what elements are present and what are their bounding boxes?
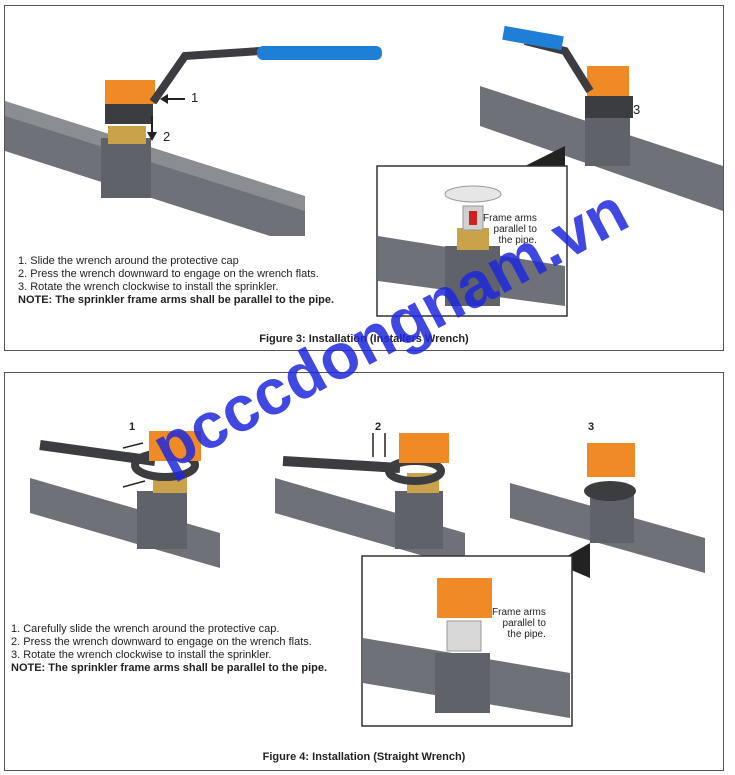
callout-3: 3 xyxy=(588,421,595,433)
figure-3-caption: Figure 3: Installation (Installers Wrenc… xyxy=(259,333,469,345)
inset-note: Frame arms parallel to the pipe. xyxy=(492,607,546,640)
wrench-handle xyxy=(149,47,261,105)
sprinkler-thread xyxy=(108,126,146,144)
step-2: 2. Press the wrench downward to engage o… xyxy=(18,268,319,280)
callout-1: 1 xyxy=(129,421,136,433)
installers-wrench-head xyxy=(105,102,153,124)
wrench-grip-blue xyxy=(257,46,382,60)
note: NOTE: The sprinkler frame arms shall be … xyxy=(18,294,335,306)
installation-steps: 1. Carefully slide the wrench around the… xyxy=(11,623,327,675)
callout-2: 2 xyxy=(163,129,171,144)
protective-cap xyxy=(105,80,155,104)
step-3: 3. Rotate the wrench clockwise to instal… xyxy=(18,281,279,293)
figure-4-panel: 1 2 3 Frame arms parallel to the pipe. 1… xyxy=(4,372,724,771)
step-3: 3. Rotate the wrench clockwise to instal… xyxy=(11,649,272,661)
step-2: 2. Press the wrench downward to engage o… xyxy=(11,636,312,648)
callout-1: 1 xyxy=(191,90,199,105)
installation-steps: 1. Slide the wrench around the protectiv… xyxy=(18,255,334,307)
figure-3-panel: 1 2 3 Frame arms parallel to the pipe. 1… xyxy=(4,5,724,351)
figure-3-illustration xyxy=(5,25,723,317)
inset-note: Frame arms parallel to the pipe. xyxy=(483,213,537,246)
callout-3: 3 xyxy=(633,102,641,117)
step-1: 1. Slide the wrench around the protectiv… xyxy=(18,255,239,267)
tee-fitting xyxy=(101,138,151,198)
step-1: 1. Carefully slide the wrench around the… xyxy=(11,623,280,635)
figure-4-caption: Figure 4: Installation (Straight Wrench) xyxy=(262,751,466,763)
note: NOTE: The sprinkler frame arms shall be … xyxy=(11,662,328,674)
figure-4-illustration xyxy=(30,431,705,727)
pipe-1 xyxy=(30,478,220,568)
callout-2: 2 xyxy=(375,421,382,433)
